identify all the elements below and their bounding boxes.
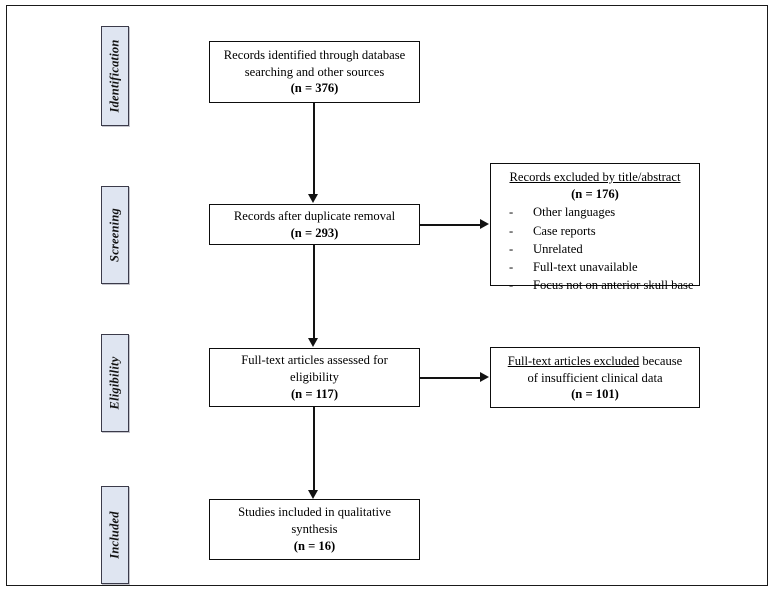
stage-label-included-text: Included bbox=[107, 511, 122, 559]
list-item: - Full-text unavailable bbox=[509, 259, 695, 276]
connector-fulltext-to-included bbox=[313, 407, 315, 491]
box-records-excluded-count: (n = 176) bbox=[571, 186, 619, 201]
bullet-dash-icon: - bbox=[509, 260, 514, 275]
box-fulltext-excluded-title-plain: because bbox=[639, 353, 683, 368]
box-records-excluded-title: Records excluded by title/abstract bbox=[509, 170, 681, 184]
box-fulltext-excluded: Full-text articles excluded because of i… bbox=[490, 347, 700, 408]
box-fulltext-assessed-line1: Full-text articles assessed for bbox=[241, 353, 388, 368]
box-fulltext-assessed: Full-text articles assessed for eligibil… bbox=[209, 348, 420, 407]
box-studies-included-line2: synthesis bbox=[291, 522, 338, 537]
list-item-label: Unrelated bbox=[533, 241, 583, 256]
arrow-right-to-records-excluded bbox=[480, 219, 489, 229]
stage-label-screening-text: Screening bbox=[107, 208, 122, 262]
box-records-after-duplicates: Records after duplicate removal (n = 293… bbox=[209, 204, 420, 245]
arrow-right-to-fulltext-excluded bbox=[480, 372, 489, 382]
box-records-after-duplicates-line1: Records after duplicate removal bbox=[233, 208, 396, 223]
list-item-label: Other languages bbox=[533, 205, 616, 220]
bullet-dash-icon: - bbox=[509, 205, 514, 220]
bullet-dash-icon: - bbox=[509, 223, 514, 238]
box-records-after-duplicates-count: (n = 293) bbox=[290, 225, 339, 240]
stage-label-screening: Screening bbox=[101, 186, 129, 284]
box-studies-included-count: (n = 16) bbox=[293, 538, 336, 553]
box-studies-included: Studies included in qualitative synthesi… bbox=[209, 499, 420, 560]
box-records-identified-line2: searching and other sources bbox=[244, 64, 385, 79]
box-studies-included-line1: Studies included in qualitative bbox=[238, 505, 391, 520]
box-records-identified-line1: Records identified through database bbox=[223, 47, 406, 62]
arrow-down-to-fulltext bbox=[308, 338, 318, 347]
arrow-down-to-duplicates bbox=[308, 194, 318, 203]
list-item-label: Focus not on anterior skull base bbox=[533, 278, 694, 293]
list-item-label: Case reports bbox=[533, 223, 596, 238]
box-fulltext-assessed-count: (n = 117) bbox=[290, 386, 339, 401]
records-excluded-reason-list: - Other languages - Case reports - Unrel… bbox=[495, 204, 695, 294]
box-fulltext-excluded-title-underlined: Full-text articles excluded bbox=[507, 353, 640, 368]
stage-label-identification: Identification bbox=[101, 26, 129, 126]
list-item: - Case reports bbox=[509, 223, 695, 240]
stage-label-eligibility: Eligibility bbox=[101, 334, 129, 432]
bullet-dash-icon: - bbox=[509, 278, 514, 293]
list-item-label: Full-text unavailable bbox=[533, 260, 638, 275]
list-item: - Other languages bbox=[509, 204, 695, 221]
list-item: - Unrelated bbox=[509, 241, 695, 258]
bullet-dash-icon: - bbox=[509, 241, 514, 256]
arrow-down-to-included bbox=[308, 490, 318, 499]
box-records-identified-count: (n = 376) bbox=[290, 81, 339, 96]
box-fulltext-excluded-line1: Full-text articles excluded because bbox=[508, 353, 683, 370]
box-records-excluded: Records excluded by title/abstract (n = … bbox=[490, 163, 700, 292]
box-fulltext-assessed-line2: eligibility bbox=[290, 370, 339, 385]
connector-duplicates-to-excluded bbox=[420, 224, 482, 226]
stage-label-included: Included bbox=[101, 486, 129, 584]
box-records-identified: Records identified through database sear… bbox=[209, 41, 420, 103]
list-item: - Focus not on anterior skull base bbox=[509, 277, 695, 294]
connector-duplicates-to-fulltext bbox=[313, 245, 315, 339]
stage-label-eligibility-text: Eligibility bbox=[107, 356, 122, 410]
box-fulltext-excluded-line2: of insufficient clinical data bbox=[527, 370, 663, 385]
connector-identified-to-duplicates bbox=[313, 103, 315, 195]
connector-fulltext-to-excluded bbox=[420, 377, 482, 379]
stage-label-identification-text: Identification bbox=[107, 39, 122, 113]
box-fulltext-excluded-count: (n = 101) bbox=[571, 387, 619, 402]
